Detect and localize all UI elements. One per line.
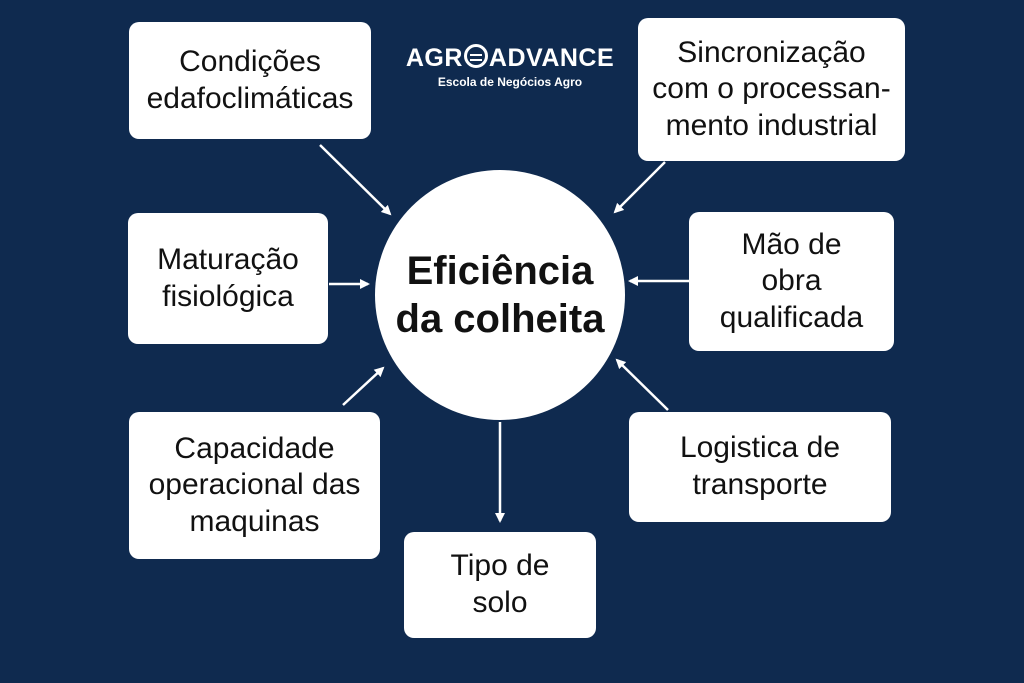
factor-box-soil: Tipo de solo: [404, 532, 596, 638]
arrow-edaphoclimatic: [319, 144, 392, 216]
arrow-sync: [613, 161, 666, 214]
factor-box-edaphoclimatic: Condições edafoclimáticas: [129, 22, 371, 139]
arrow-logistics: [615, 358, 669, 411]
factor-box-maturation: Maturação fisiológica: [128, 213, 328, 344]
factor-box-machines: Capacidade operacional das maquinas: [129, 412, 380, 559]
center-node-harvest-efficiency: Eficiência da colheita: [375, 170, 625, 420]
factor-label: Maturação fisiológica: [157, 242, 299, 313]
factor-box-sync: Sincronização com o processan- mento ind…: [638, 18, 905, 161]
wheat-circle-icon: [463, 44, 488, 68]
logo-tagline: Escola de Negócios Agro: [437, 74, 583, 89]
factor-box-labor: Mão de obra qualificada: [689, 212, 894, 351]
factor-label: Tipo de solo: [450, 549, 550, 619]
factor-label: Logistica de transporte: [679, 431, 841, 501]
factor-label: Sincronização com o processan- mento ind…: [652, 35, 891, 142]
factor-box-logistics: Logistica de transporte: [629, 412, 891, 522]
center-label: Eficiência da colheita: [395, 249, 605, 341]
factor-label: Capacidade operacional das maquinas: [148, 431, 361, 538]
arrow-machines: [342, 366, 385, 406]
factor-label: Condições edafoclimáticas: [146, 44, 354, 115]
factor-label: Mão de obra qualificada: [719, 227, 864, 334]
